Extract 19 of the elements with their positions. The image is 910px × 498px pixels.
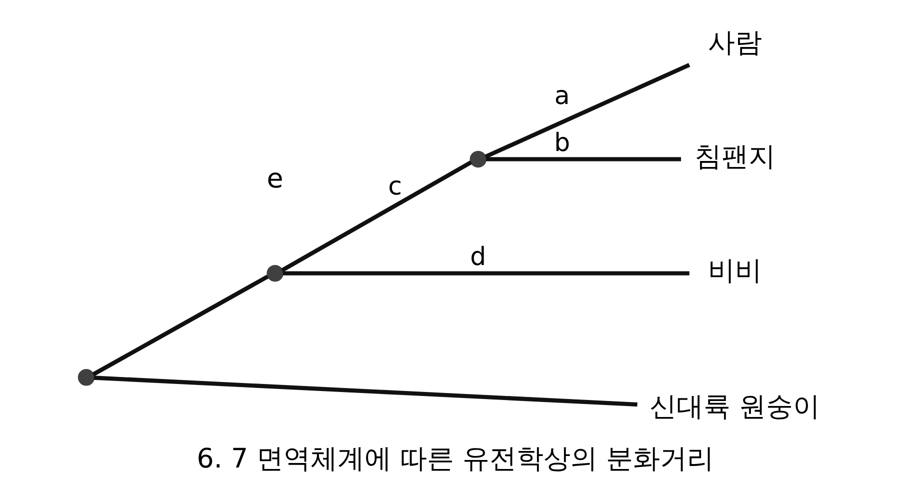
edge-label: a: [554, 80, 570, 110]
edge-label: c: [388, 171, 402, 200]
node-text: 비비: [707, 256, 762, 287]
edge-label: d: [470, 242, 486, 271]
node-circle: [469, 150, 486, 168]
connector: [92, 274, 268, 376]
label: e: [266, 163, 283, 194]
node-text: 사람: [707, 27, 762, 58]
caption: 6. 7 면역체계에 따른 유전학상의 분화거리: [196, 444, 714, 475]
connector: [93, 376, 637, 407]
node-circle: [266, 264, 283, 282]
edge-label: b: [554, 128, 570, 157]
node-circle: [77, 369, 94, 386]
node-text: 침팬지: [694, 142, 775, 173]
node-text: 신대륙 원숭이: [649, 392, 820, 423]
connector: [484, 62, 690, 159]
connector: [282, 271, 689, 276]
connector: [486, 157, 681, 162]
connector: [280, 160, 472, 272]
